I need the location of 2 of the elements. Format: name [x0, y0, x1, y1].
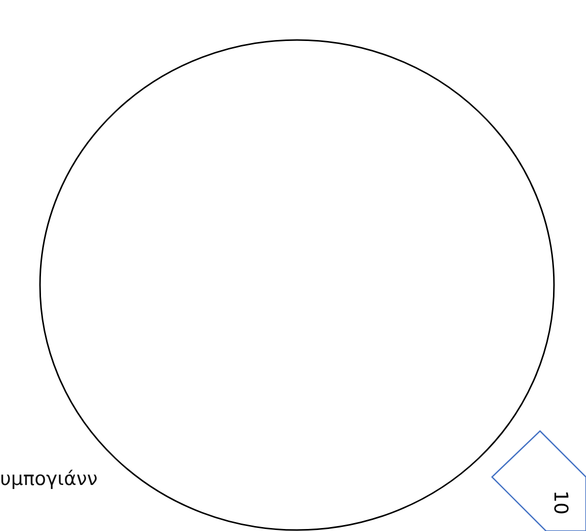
diamond-label: 10	[550, 490, 570, 515]
text-fragment: υμπογιάνν	[0, 468, 98, 490]
